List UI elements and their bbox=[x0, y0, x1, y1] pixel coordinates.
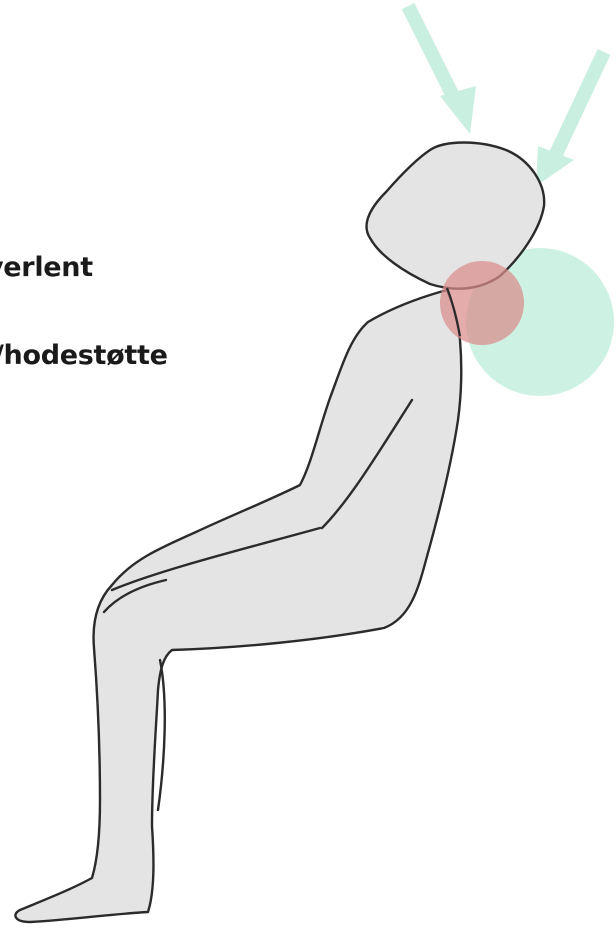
arrow-left bbox=[408, 6, 476, 134]
arrow-right bbox=[536, 52, 604, 186]
torso-and-legs bbox=[15, 290, 461, 922]
body-silhouette bbox=[15, 143, 544, 923]
